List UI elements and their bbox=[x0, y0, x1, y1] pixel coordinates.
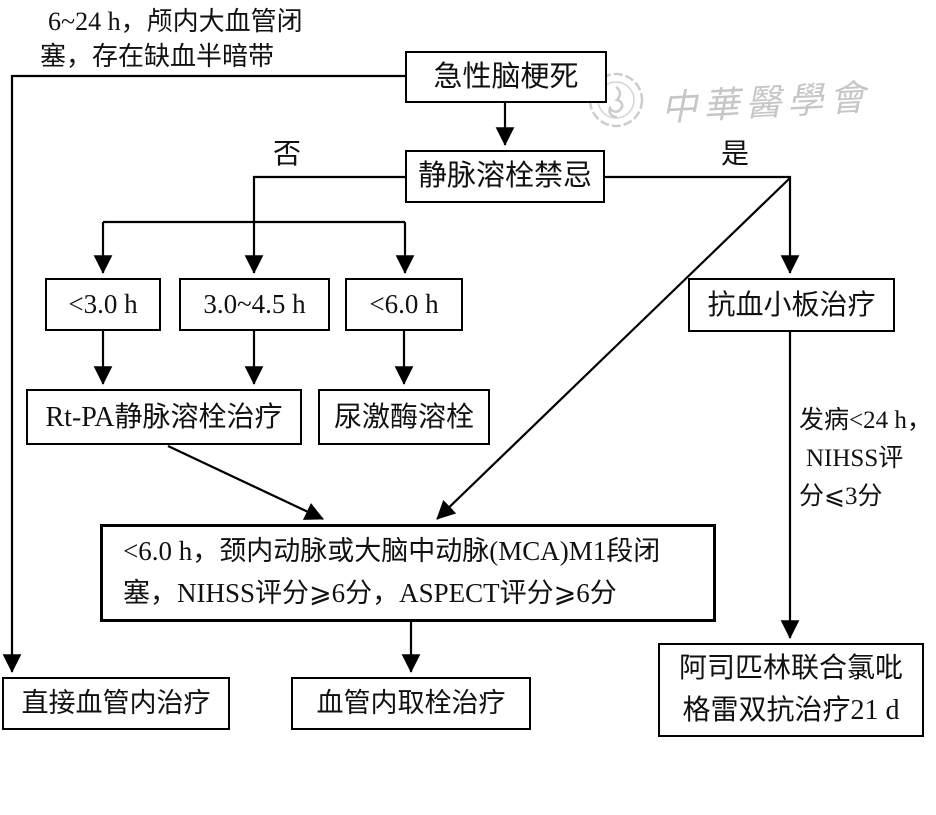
node-endovascular-thrombectomy: 血管内取栓治疗 bbox=[291, 677, 531, 730]
note-line: 发病<24 h， bbox=[799, 407, 932, 434]
edge-yes-to-antiplatelet bbox=[605, 175, 800, 274]
node-acute-cerebral-infarction: 急性脑梗死 bbox=[405, 51, 607, 103]
evt-criteria-line: 塞，NIHSS评分⩾6分，ASPECT评分⩾6分 bbox=[123, 578, 617, 608]
evt-criteria-line: <6.0 h，颈内动脉或大脑中动脉(MCA)M1段闭 bbox=[123, 536, 661, 567]
node-iv-thrombolysis-contraindication: 静脉溶栓禁忌 bbox=[405, 150, 605, 203]
note-line: NIHSS评 bbox=[806, 445, 904, 472]
edge-rtpa-to-evt-criteria bbox=[167, 445, 324, 520]
note-large-vessel-occlusion: 6~24 h，颅内大血管闭 塞，存在缺血半暗带 bbox=[40, 4, 303, 74]
node-direct-endovascular-treatment: 直接血管内治疗 bbox=[2, 677, 230, 730]
node-time-3-to-4-5h: 3.0~4.5 h bbox=[179, 278, 330, 331]
branch-label-no: 否 bbox=[273, 139, 302, 170]
dual-antiplatelet-line: 格雷双抗治疗21 d bbox=[682, 695, 900, 726]
note-line: 分⩽3分 bbox=[799, 483, 883, 510]
node-time-lt-6h: <6.0 h bbox=[345, 278, 463, 331]
node-rtpa-iv-thrombolysis: Rt-PA静脉溶栓治疗 bbox=[26, 389, 302, 445]
node-urokinase-thrombolysis: 尿激酶溶栓 bbox=[318, 389, 490, 445]
note-line: 6~24 h，颅内大血管闭 bbox=[48, 7, 303, 36]
note-nihss-condition: 发病<24 h， NIHSS评 分⩽3分 bbox=[799, 402, 932, 516]
dual-antiplatelet-line: 阿司匹林联合氯吡 bbox=[678, 653, 903, 684]
node-evt-criteria: <6.0 h，颈内动脉或大脑中动脉(MCA)M1段闭 塞，NIHSS评分⩾6分，… bbox=[100, 524, 716, 622]
edge-yes-to-evt-criteria bbox=[436, 177, 791, 520]
node-time-lt-3h: <3.0 h bbox=[45, 278, 161, 331]
edge-acute-to-direct-evt bbox=[2, 74, 405, 673]
edge-no-branch bbox=[252, 175, 405, 222]
note-line: 塞，存在缺血半暗带 bbox=[40, 42, 275, 71]
node-dual-antiplatelet-21d: 阿司匹林联合氯吡 格雷双抗治疗21 d bbox=[658, 643, 924, 737]
node-antiplatelet-therapy: 抗血小板治疗 bbox=[688, 278, 895, 332]
branch-label-yes: 是 bbox=[721, 139, 750, 170]
